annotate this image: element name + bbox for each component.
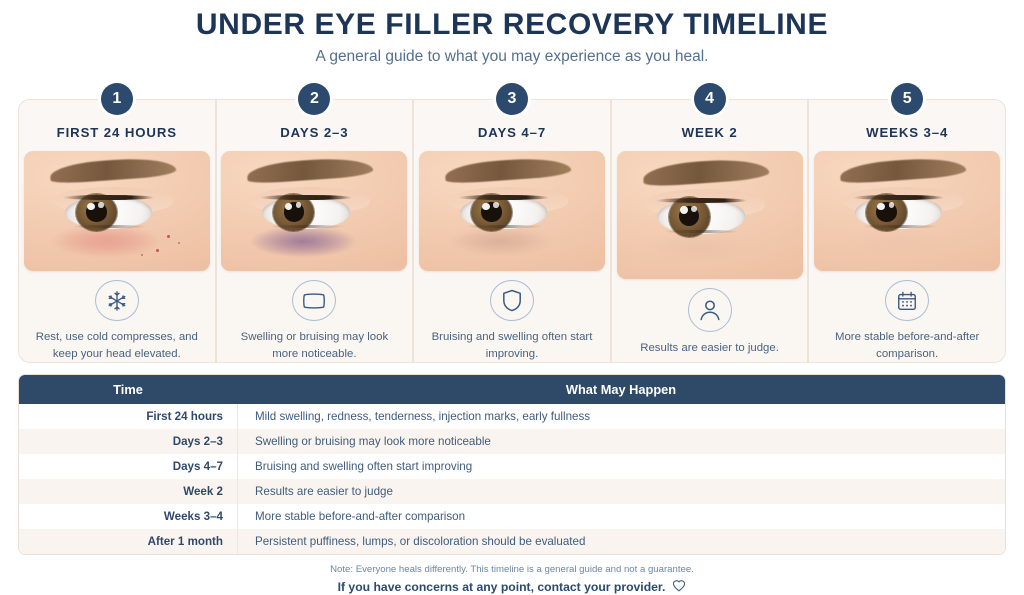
eye-photo-stage-3	[418, 150, 605, 271]
upper-lash-line	[655, 198, 747, 204]
eye-photo-stage-4	[616, 150, 803, 279]
step-caption: Rest, use cold compresses, and keep your…	[35, 331, 198, 360]
page-subtitle: A general guide to what you may experien…	[315, 47, 709, 65]
upper-lash-line	[853, 195, 945, 201]
cell-time: First 24 hours	[146, 409, 223, 423]
step-badge-1: 1	[100, 82, 133, 115]
cell-what-may-happen: More stable before-and-after comparison	[255, 509, 466, 523]
page-title: UNDER EYE FILLER RECOVERY TIMELINE	[195, 8, 829, 41]
table-header-row: Time What May Happen	[19, 374, 1005, 404]
heart-icon	[672, 579, 686, 595]
swelling-area	[452, 227, 546, 255]
cell-what-may-happen: Bruising and swelling often start improv…	[255, 459, 473, 473]
step-badge-5: 5	[891, 82, 924, 115]
eye-highlight	[295, 202, 302, 208]
snowflake-icon	[94, 279, 139, 322]
step-title: FIRST 24 HOURS	[56, 124, 177, 140]
lower-lash-line	[72, 225, 147, 229]
cell-what-may-happen: Mild swelling, redness, tenderness, inje…	[255, 409, 591, 423]
eye-photo-stage-5	[814, 150, 1001, 271]
cell-time: After 1 month	[147, 534, 223, 548]
eye-highlight	[482, 203, 491, 211]
column-divider	[237, 428, 238, 454]
cell-time: Days 4–7	[172, 459, 223, 473]
eye-highlight	[690, 205, 697, 212]
footer-cta-text: If you have concerns at any point, conta…	[337, 579, 666, 594]
injection-mark	[167, 234, 171, 238]
step-badge-2: 2	[298, 82, 331, 115]
step-caption: Results are easier to judge.	[640, 341, 779, 354]
column-divider	[237, 453, 238, 479]
step-badge-3: 3	[495, 82, 528, 115]
lower-lash-line	[467, 225, 542, 229]
upper-lash-line	[62, 195, 154, 201]
injection-mark	[140, 254, 143, 257]
cell-time: Weeks 3–4	[163, 509, 223, 523]
eye-highlight	[284, 203, 293, 211]
step-badge-4: 4	[693, 82, 726, 115]
eye-highlight	[493, 202, 499, 208]
injection-mark	[178, 242, 181, 245]
upper-lash-line	[458, 195, 550, 201]
lower-lash-line	[664, 230, 740, 234]
cell-time: Days 2–3	[172, 434, 223, 448]
step-title: DAYS 2–3	[280, 124, 349, 140]
column-divider	[237, 528, 238, 554]
table-row: Days 4–7 Bruising and swelling often star…	[19, 453, 1005, 479]
step-caption: More stable before-and-after comparison.	[834, 331, 980, 360]
table-body: First 24 hours Mild swelling, redness, te…	[19, 403, 1005, 554]
step-title: WEEK 2	[681, 124, 738, 140]
eye-highlight	[679, 206, 688, 215]
table-row: Weeks 3–4 More stable before-and-after co…	[19, 503, 1005, 529]
step-title: WEEKS 3–4	[866, 124, 949, 140]
recovery-table: Time What May Happen First 24 hours Mild …	[18, 373, 1006, 555]
lower-lash-line	[862, 225, 937, 229]
injection-mark	[155, 249, 159, 253]
under-eye-area	[249, 225, 358, 257]
footer-cta: If you have concerns at any point, conta…	[0, 579, 1024, 595]
column-header-what-may-happen: What May Happen	[565, 381, 677, 397]
lower-lash-line	[269, 225, 345, 229]
step-caption: Bruising and swelling often start improv…	[431, 331, 593, 360]
header: UNDER EYE FILLER RECOVERY TIMELINE A gen…	[0, 0, 1024, 66]
upper-lash-line	[260, 195, 352, 201]
table-row: Week 2 Results are easier to judge	[19, 478, 1005, 504]
person-icon	[687, 287, 732, 332]
cell-what-may-happen: Swelling or bruising may look more notic…	[255, 434, 491, 448]
column-divider	[237, 503, 238, 529]
eye-highlight	[877, 203, 886, 211]
step-title: DAYS 4–7	[477, 124, 547, 140]
column-header-time: Time	[113, 381, 143, 397]
swelling-area	[251, 226, 356, 258]
cell-what-may-happen: Results are easier to judge	[255, 484, 393, 498]
step-caption: Swelling or bruising may look more notic…	[240, 331, 389, 360]
table-row: Days 2–3 Swelling or bruising may look mo…	[19, 428, 1005, 454]
table-row: First 24 hours Mild swelling, redness, te…	[19, 403, 1005, 429]
under-eye-area	[644, 230, 753, 264]
footer: Note: Everyone heals differently. This t…	[0, 564, 1024, 595]
under-eye-area	[446, 225, 555, 257]
column-divider	[237, 403, 238, 429]
pillow-icon	[292, 279, 337, 322]
table-row: After 1 month Persistent puffiness, lumps…	[19, 528, 1005, 554]
eye-photo-stage-2	[221, 150, 408, 271]
cell-time: Week 2	[183, 484, 223, 498]
calendar-icon	[885, 279, 930, 322]
column-divider	[237, 478, 238, 504]
under-eye-area	[842, 225, 950, 257]
eye-highlight	[888, 202, 895, 208]
eye-highlight	[87, 203, 95, 211]
footer-note: Note: Everyone heals differently. This t…	[330, 563, 694, 575]
shield-icon	[489, 279, 534, 322]
eye-photo-stage-1	[23, 150, 210, 271]
cell-what-may-happen: Persistent puffiness, lumps, or discolor…	[255, 534, 586, 548]
eye-highlight	[98, 202, 104, 208]
